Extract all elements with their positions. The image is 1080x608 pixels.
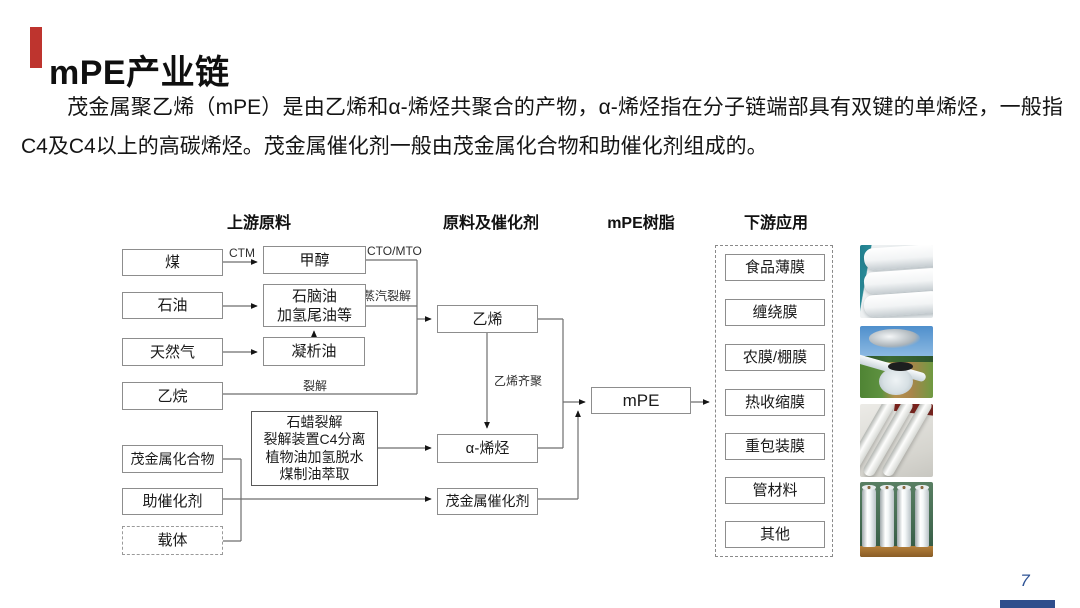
label-cto-mto: CTO/MTO xyxy=(367,244,422,258)
intro-paragraph: 茂金属聚乙烯（mPE）是由乙烯和α-烯烃共聚合的产物，α-烯烃指在分子链端部具有… xyxy=(21,96,1063,158)
header-upstream-materials: 上游原料 xyxy=(226,215,291,232)
treeline-shape xyxy=(860,356,933,363)
photo-field-silage-film xyxy=(860,326,933,398)
header-mpe-resin: mPE树脂 xyxy=(607,215,675,232)
trunk-to-ethylene xyxy=(223,259,418,395)
edge-catalyst-to-mpe xyxy=(538,411,578,500)
node-naphtha-line1: 石脑油 xyxy=(291,287,337,305)
sources-line2: 裂解装置C4分离 xyxy=(263,431,366,447)
node-carrier: 载体 xyxy=(122,526,223,555)
node-condensate: 凝析油 xyxy=(263,337,365,366)
pallet-shape xyxy=(860,545,933,557)
app-pipe-materials: 管材料 xyxy=(725,477,825,504)
node-coal: 煤 xyxy=(122,249,223,276)
film-roll-shape xyxy=(862,484,877,547)
node-natural-gas: 天然气 xyxy=(122,338,223,366)
app-heavy-packaging-film: 重包装膜 xyxy=(725,433,825,460)
film-roll-shape xyxy=(879,484,894,547)
cloud-shape xyxy=(868,328,920,348)
node-ethane: 乙烷 xyxy=(122,382,223,410)
silage-roll-shape xyxy=(878,367,913,396)
node-naphtha: 石脑油 加氢尾油等 xyxy=(263,284,366,327)
film-roll-shape xyxy=(897,484,912,547)
node-ethylene: 乙烯 xyxy=(437,305,538,333)
photo-white-plastic-pipes xyxy=(860,404,933,477)
edge-compound-carrier-join xyxy=(223,458,242,542)
node-mpe: mPE xyxy=(591,387,691,414)
label-ctm: CTM xyxy=(229,246,255,260)
node-metallocene-compound: 茂金属化合物 xyxy=(122,445,223,473)
page-title: mPE产业链 xyxy=(49,53,230,92)
app-food-film: 食品薄膜 xyxy=(725,254,825,281)
label-steam-cracking: 蒸汽裂解 xyxy=(363,289,412,303)
node-alpha-olefin: α-烯烃 xyxy=(437,434,538,463)
sources-line4: 煤制油萃取 xyxy=(279,466,350,482)
photo-plastic-film-rolls xyxy=(860,482,933,557)
footer-accent-bar xyxy=(1000,600,1055,608)
page-number: 7 xyxy=(1020,571,1030,590)
node-petroleum: 石油 xyxy=(122,292,223,319)
sources-line3: 植物油加氢脱水 xyxy=(265,448,364,465)
header-downstream-applications: 下游应用 xyxy=(743,215,808,232)
label-ethylene-oligomerization: 乙烯齐聚 xyxy=(494,374,543,388)
app-other: 其他 xyxy=(725,521,825,548)
node-alpha-olefin-sources: 石蜡裂解 裂解装置C4分离 植物油加氢脱水 煤制油萃取 xyxy=(251,411,378,486)
title-accent-bar xyxy=(30,27,42,68)
node-metallocene-catalyst: 茂金属催化剂 xyxy=(437,488,538,515)
app-stretch-film: 缠绕膜 xyxy=(725,299,825,326)
sources-line1: 石蜡裂解 xyxy=(286,413,343,430)
bale-shape xyxy=(863,245,933,272)
header-feedstock-and-catalyst: 原料及催化剂 xyxy=(442,215,539,232)
node-cocatalyst: 助催化剂 xyxy=(122,488,223,515)
node-naphtha-line2: 加氢尾油等 xyxy=(276,306,352,324)
app-heat-shrink-film: 热收缩膜 xyxy=(725,389,825,416)
bale-shape xyxy=(863,290,933,318)
tire-shape xyxy=(887,362,913,372)
bale-shape xyxy=(863,266,933,295)
film-roll-shape xyxy=(914,484,929,547)
photo-wrapped-film-bales xyxy=(860,245,933,318)
downstream-frame xyxy=(715,245,833,557)
label-cracking: 裂解 xyxy=(303,379,328,393)
node-methanol: 甲醇 xyxy=(263,246,366,274)
app-agricultural-film: 农膜/棚膜 xyxy=(725,344,825,371)
